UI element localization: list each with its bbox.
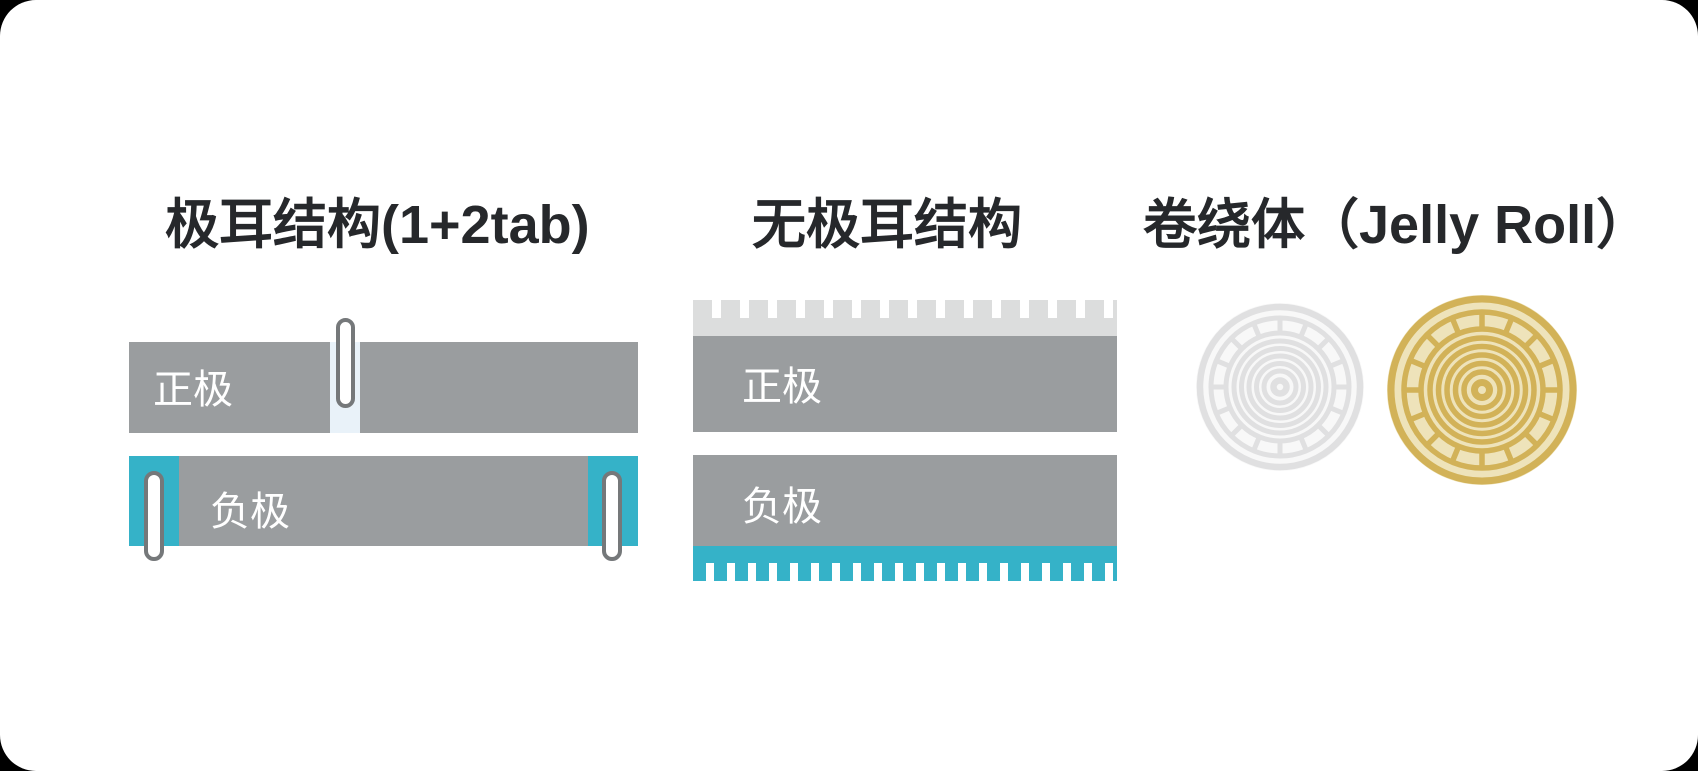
cathode-foil-band <box>693 318 1117 336</box>
tab-structure-title: 极耳结构(1+2tab) <box>165 195 590 255</box>
anode-foil-band <box>693 546 1117 563</box>
tabless-anode-label: 负极 <box>742 485 822 529</box>
tabless-cathode-label: 正极 <box>742 365 822 409</box>
tabless-structure-title: 无极耳结构 <box>752 195 1022 255</box>
anode-foil-teeth <box>693 563 1117 581</box>
cathode-label: 正极 <box>153 368 233 412</box>
cathode-bar: 正极 <box>129 342 638 433</box>
cathode-tab-icon <box>336 318 355 408</box>
anode-label: 负极 <box>210 490 290 534</box>
tabless-cathode-bar: 正极 <box>693 336 1117 432</box>
anode-tab-right-icon <box>602 471 622 561</box>
anode-tab-left-icon <box>144 471 164 561</box>
anode-bar: 负极 <box>129 456 638 546</box>
tabless-anode-bar: 负极 <box>693 455 1117 546</box>
jelly-roll-title: 卷绕体（Jelly Roll） <box>1143 195 1651 255</box>
cathode-foil-teeth <box>693 300 1117 318</box>
jelly-roll-silver-icon <box>1196 303 1364 471</box>
jelly-roll-gold-icon <box>1387 295 1577 485</box>
